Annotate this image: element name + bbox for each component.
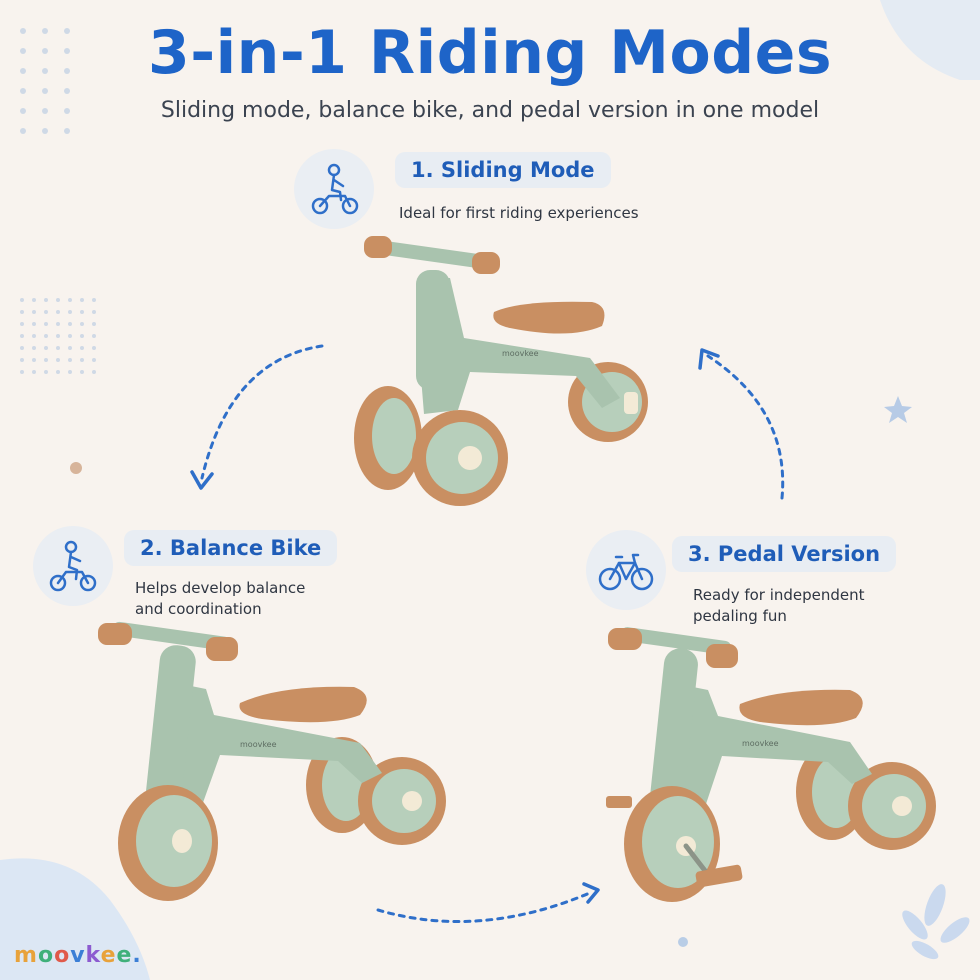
logo-letter-dot: . [132,943,142,968]
logo-letter-e2: e [116,943,133,968]
mode-2-label: 2. Balance Bike [124,530,338,566]
grip-right [706,644,738,668]
grip-left [98,623,132,645]
frame-brand-text: moovkee [502,349,539,358]
front-wheel [624,786,720,902]
seat [493,301,605,334]
leaf-decoration [902,884,970,960]
corner-blob-top-right [880,0,980,80]
mode-3-label: 3. Pedal Version [672,536,897,572]
mode-1-icon-circle [294,149,374,229]
logo-letter-o1: o [37,943,55,968]
frame [156,685,382,815]
seat [739,689,863,726]
dot-tan [70,462,82,474]
pedal-right [695,864,743,888]
child-balance-bike-icon [49,540,97,592]
grip-right [206,637,238,661]
child-riding-icon [311,163,359,215]
dot-grid-top [20,28,70,134]
front-wheel-right [412,410,508,506]
logo-letter-o2: o [54,943,71,968]
logo-letter-k: k [85,943,101,968]
arrow-head-left [190,470,214,490]
page-title: 3-in-1 Riding Modes [147,18,833,88]
logo-letter-v: v [70,943,86,968]
mode-1-description: Ideal for first riding experiences [399,204,639,222]
dot-blue [678,937,688,947]
arrow-path-bottom [376,890,594,924]
bicycle-icon [598,553,654,591]
front-wheel [118,785,218,901]
rear-wheel-front [848,762,936,850]
mode-2-description-line1: Helps develop balance [135,579,306,597]
brand-logo: moovkee. [14,943,142,968]
bike-balance-mode: moovkee [98,621,446,901]
handlebar [380,241,490,269]
page-subtitle: Sliding mode, balance bike, and pedal ve… [160,98,820,123]
seat [239,686,367,723]
arrow-head-right [698,348,720,370]
arrow-path-right [706,354,785,500]
arrow-path-left [200,344,324,480]
mode-2-description-line2: and coordination [135,600,262,618]
grip-left [608,628,642,650]
star-icon [884,396,912,423]
mode-3-description-line1: Ready for independent [693,586,865,604]
mode-1-label: 1. Sliding Mode [395,152,611,188]
handlebar [620,627,732,655]
mode-3-description-line2: pedaling fun [693,607,787,625]
corner-blob-bottom-left [0,858,150,980]
pedal-left [606,796,632,808]
fork [416,270,450,390]
bike-sliding-mode: moovkee [354,236,648,506]
logo-letter-e1: e [100,943,117,968]
dot-grid-left [20,298,96,374]
mode-2-icon-circle [33,526,113,606]
frame-brand-text: moovkee [240,740,277,749]
frame-brand-text: moovkee [742,739,779,748]
arrow-head-bottom [582,882,600,904]
grip-left [364,236,392,258]
rear-wheel-front [358,757,446,845]
frame [660,686,872,814]
handlebar [112,621,232,651]
grip-right [472,252,500,274]
bike-pedal-mode: moovkee [606,627,936,902]
front-wheel-left [354,386,422,490]
mode-3-icon-circle [586,530,666,610]
logo-letter-m: m [14,943,38,968]
